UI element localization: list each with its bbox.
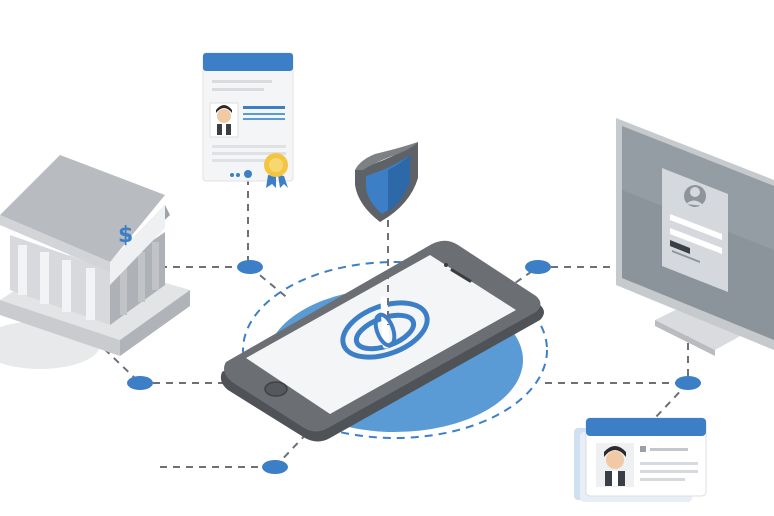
node-top-left: [237, 260, 263, 274]
monitor-icon: [616, 118, 774, 356]
node-left: [127, 376, 153, 390]
smartphone-icon: [221, 220, 544, 442]
id-card-icon: [574, 418, 706, 502]
node-right: [675, 376, 701, 390]
dollar-sign-icon: $: [118, 223, 133, 248]
shield-icon: [355, 142, 418, 222]
bank-icon: $: [0, 155, 190, 369]
certificate-icon: [203, 53, 293, 188]
user-avatar-icon: [216, 105, 232, 135]
node-top-right: [525, 260, 551, 274]
node-bottom-left: [262, 460, 288, 474]
badge-ribbon-icon: [264, 153, 288, 188]
user-avatar-icon: [684, 185, 706, 207]
